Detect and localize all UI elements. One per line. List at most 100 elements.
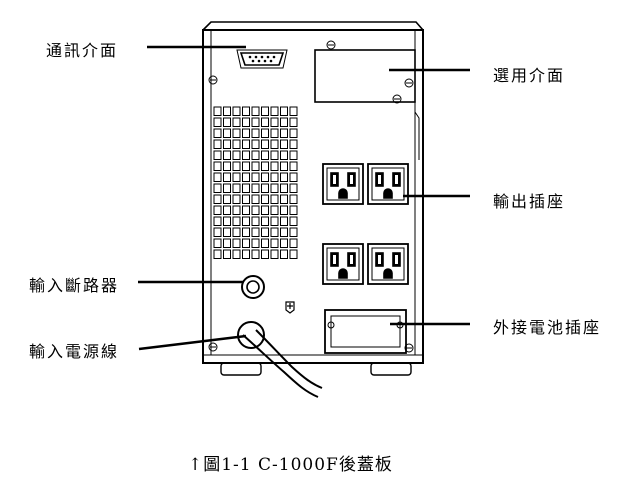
vent-hole	[242, 161, 250, 171]
vent-hole	[261, 194, 269, 204]
vent-hole	[242, 249, 250, 259]
vent-hole	[242, 139, 250, 149]
cabinet-outline	[202, 21, 424, 364]
vent-hole	[289, 205, 298, 215]
vent-hole	[232, 150, 241, 160]
vent-hole	[213, 249, 222, 259]
panel-screws	[208, 40, 414, 353]
vent-hole	[270, 150, 279, 160]
vent-hole	[251, 183, 260, 193]
vent-hole	[242, 194, 250, 204]
vent-hole	[223, 205, 231, 215]
input-power-cord-label: 輸入電源線	[29, 342, 120, 361]
vent-hole	[261, 172, 269, 182]
vent-hole	[251, 106, 260, 116]
vent-hole	[232, 161, 241, 171]
leader-lines	[138, 45, 470, 351]
vent-hole	[242, 172, 250, 182]
output-socket	[367, 163, 409, 205]
vent-hole	[270, 238, 279, 248]
vent-hole	[213, 139, 222, 149]
vent-hole	[223, 183, 231, 193]
vent-hole	[261, 161, 269, 171]
vent-hole	[270, 194, 279, 204]
vent-hole	[280, 205, 288, 215]
vent-hole	[270, 106, 279, 116]
vent-hole	[223, 227, 231, 237]
vent-hole	[270, 249, 279, 259]
vent-hole	[261, 106, 269, 116]
output-sockets	[322, 163, 409, 285]
vent-hole	[270, 139, 279, 149]
vent-hole	[289, 216, 298, 226]
vent-hole	[261, 216, 269, 226]
optional-interface-slot	[314, 49, 416, 103]
vent-hole	[213, 117, 222, 127]
comm-interface-label: 通訊介面	[46, 41, 119, 60]
vent-hole	[270, 227, 279, 237]
vent-hole	[251, 194, 260, 204]
vent-hole	[251, 205, 260, 215]
vent-hole	[223, 194, 231, 204]
vent-hole	[232, 139, 241, 149]
input-breaker-label: 輸入斷路器	[29, 276, 120, 295]
output-socket	[322, 243, 364, 285]
vent-hole	[232, 227, 241, 237]
vent-hole	[289, 194, 298, 204]
vent-hole	[223, 249, 231, 259]
vent-hole	[223, 172, 231, 182]
vent-hole	[251, 117, 260, 127]
vent-hole	[289, 106, 298, 116]
vent-hole	[232, 238, 241, 248]
vent-hole	[289, 150, 298, 160]
input-power-cord	[237, 321, 323, 398]
vent-hole	[261, 249, 269, 259]
vent-hole	[280, 128, 288, 138]
vent-hole	[289, 238, 298, 248]
vent-hole	[213, 227, 222, 237]
vent-hole	[280, 216, 288, 226]
vent-hole	[223, 161, 231, 171]
optional-interface-label: 選用介面	[493, 66, 566, 85]
vent-hole	[280, 150, 288, 160]
vent-hole	[223, 216, 231, 226]
vent-hole	[270, 128, 279, 138]
vent-hole	[270, 161, 279, 171]
vent-hole	[251, 216, 260, 226]
vent-hole	[232, 194, 241, 204]
vent-hole	[261, 150, 269, 160]
vent-hole	[261, 183, 269, 193]
vent-hole	[232, 172, 241, 182]
vent-hole	[223, 117, 231, 127]
vent-hole	[232, 216, 241, 226]
vent-hole	[223, 150, 231, 160]
vent-hole	[289, 128, 298, 138]
vent-hole	[242, 183, 250, 193]
vent-hole	[270, 216, 279, 226]
vent-hole	[232, 128, 241, 138]
vent-hole	[251, 249, 260, 259]
vent-hole	[213, 150, 222, 160]
external-battery-socket	[324, 309, 407, 354]
vent-hole	[213, 194, 222, 204]
vent-hole	[270, 172, 279, 182]
external-battery-socket-label: 外接電池插座	[493, 318, 602, 337]
vent-hole	[289, 183, 298, 193]
vent-hole	[280, 238, 288, 248]
vent-hole	[232, 183, 241, 193]
vent-hole	[251, 238, 260, 248]
ventilation-grid	[213, 106, 298, 259]
vent-hole	[251, 227, 260, 237]
vent-hole	[251, 128, 260, 138]
vent-hole	[242, 128, 250, 138]
vent-hole	[242, 106, 250, 116]
vent-hole	[251, 161, 260, 171]
vent-hole	[280, 161, 288, 171]
vent-hole	[289, 249, 298, 259]
vent-hole	[280, 249, 288, 259]
vent-hole	[289, 117, 298, 127]
vent-hole	[251, 150, 260, 160]
vent-hole	[280, 172, 288, 182]
vent-hole	[242, 150, 250, 160]
